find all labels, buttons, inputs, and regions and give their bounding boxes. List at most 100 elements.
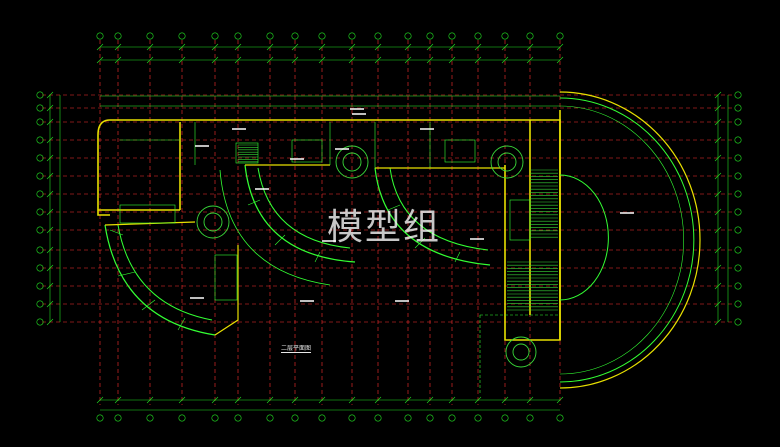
axis-bubble <box>36 104 44 112</box>
axis-bubble <box>234 32 242 40</box>
dimension-tick <box>234 396 242 404</box>
axis-bubble <box>36 318 44 326</box>
dimension-tick <box>348 396 356 404</box>
axis-bubble <box>734 118 742 126</box>
dimension-tick <box>714 136 722 144</box>
axis-bubble <box>404 414 412 422</box>
axis-bubble <box>734 136 742 144</box>
dimension-tick <box>46 318 54 326</box>
dimension-tick <box>526 396 534 404</box>
dimension-tick <box>114 56 122 64</box>
axis-bubble <box>374 32 382 40</box>
axis-bubble <box>36 264 44 272</box>
axis-bubble <box>36 118 44 126</box>
dimension-tick <box>46 118 54 126</box>
dimension-tick <box>556 396 564 404</box>
axis-bubble <box>348 414 356 422</box>
dimension-tick <box>211 396 219 404</box>
annotation-text-mark <box>470 238 484 240</box>
dimension-tick <box>211 56 219 64</box>
axis-bubble <box>448 32 456 40</box>
dimension-tick <box>501 396 509 404</box>
axis-bubble <box>146 414 154 422</box>
dimension-tick <box>404 396 412 404</box>
dimension-tick <box>46 136 54 144</box>
dimension-tick <box>374 56 382 64</box>
round-stairs <box>196 145 537 368</box>
dimension-tick <box>714 226 722 234</box>
dimension-tick <box>501 43 509 51</box>
dimension-tick <box>714 154 722 162</box>
annotation-text-mark <box>232 128 246 130</box>
dimension-tick <box>291 396 299 404</box>
axis-bubble <box>178 32 186 40</box>
axis-bubble <box>734 246 742 254</box>
dimension-tick <box>234 43 242 51</box>
wing-middle <box>219 164 505 286</box>
annotation-text-mark <box>255 188 269 190</box>
dimension-tick <box>318 396 326 404</box>
dimension-tick <box>46 246 54 254</box>
axis-bubble <box>211 414 219 422</box>
axis-bubble <box>114 32 122 40</box>
dimension-tick <box>46 154 54 162</box>
dimension-tick <box>474 43 482 51</box>
dimension-tick <box>426 43 434 51</box>
dimension-tick <box>348 56 356 64</box>
dimension-tick <box>146 56 154 64</box>
dimension-tick <box>96 43 104 51</box>
annotation-text-mark <box>290 158 304 160</box>
axis-bubble <box>556 414 564 422</box>
axis-bubble <box>96 414 104 422</box>
axis-bubble <box>474 414 482 422</box>
drawing-caption: 二层平面图 <box>281 345 312 353</box>
dimension-tick <box>556 43 564 51</box>
annotation-text-mark <box>352 113 366 115</box>
watermark-text: 模型组 <box>327 207 442 248</box>
dimension-tick <box>404 43 412 51</box>
axis-bubble <box>734 300 742 308</box>
wing-left <box>104 221 239 336</box>
dimension-tick <box>266 56 274 64</box>
dimension-tick <box>96 396 104 404</box>
annotation-text-marks <box>190 108 634 302</box>
axis-bubble <box>556 32 564 40</box>
axis-bubble <box>426 414 434 422</box>
axis-bubble <box>266 414 274 422</box>
dimension-tick <box>318 56 326 64</box>
axis-bubble <box>146 32 154 40</box>
axis-bubble <box>734 318 742 326</box>
dimension-tick <box>266 43 274 51</box>
axis-bubble <box>318 414 326 422</box>
dimension-tick <box>474 396 482 404</box>
dimension-tick <box>348 43 356 51</box>
axis-bubble <box>291 414 299 422</box>
dimension-tick <box>178 43 186 51</box>
axis-bubble <box>36 282 44 290</box>
axis-bubble <box>526 414 534 422</box>
axis-bubble <box>318 32 326 40</box>
axis-bubble <box>526 32 534 40</box>
dimension-tick <box>714 172 722 180</box>
axis-bubble <box>36 300 44 308</box>
dimension-tick <box>46 91 54 99</box>
dimension-tick <box>211 43 219 51</box>
dimension-tick <box>714 300 722 308</box>
axis-bubble <box>36 246 44 254</box>
dimension-tick <box>426 396 434 404</box>
axis-bubble <box>36 208 44 216</box>
axis-bubble <box>36 172 44 180</box>
dimension-tick <box>114 396 122 404</box>
stair-hatch <box>238 144 558 311</box>
axis-bubble <box>36 91 44 99</box>
dimension-tick <box>448 43 456 51</box>
dimension-tick <box>714 264 722 272</box>
dimension-tick <box>374 43 382 51</box>
axis-bubble <box>36 154 44 162</box>
annotation-text-mark <box>420 128 434 130</box>
axis-bubble <box>291 32 299 40</box>
dimension-tick <box>426 56 434 64</box>
axis-bubble <box>734 264 742 272</box>
axis-bubble <box>234 414 242 422</box>
axis-bubble <box>734 190 742 198</box>
